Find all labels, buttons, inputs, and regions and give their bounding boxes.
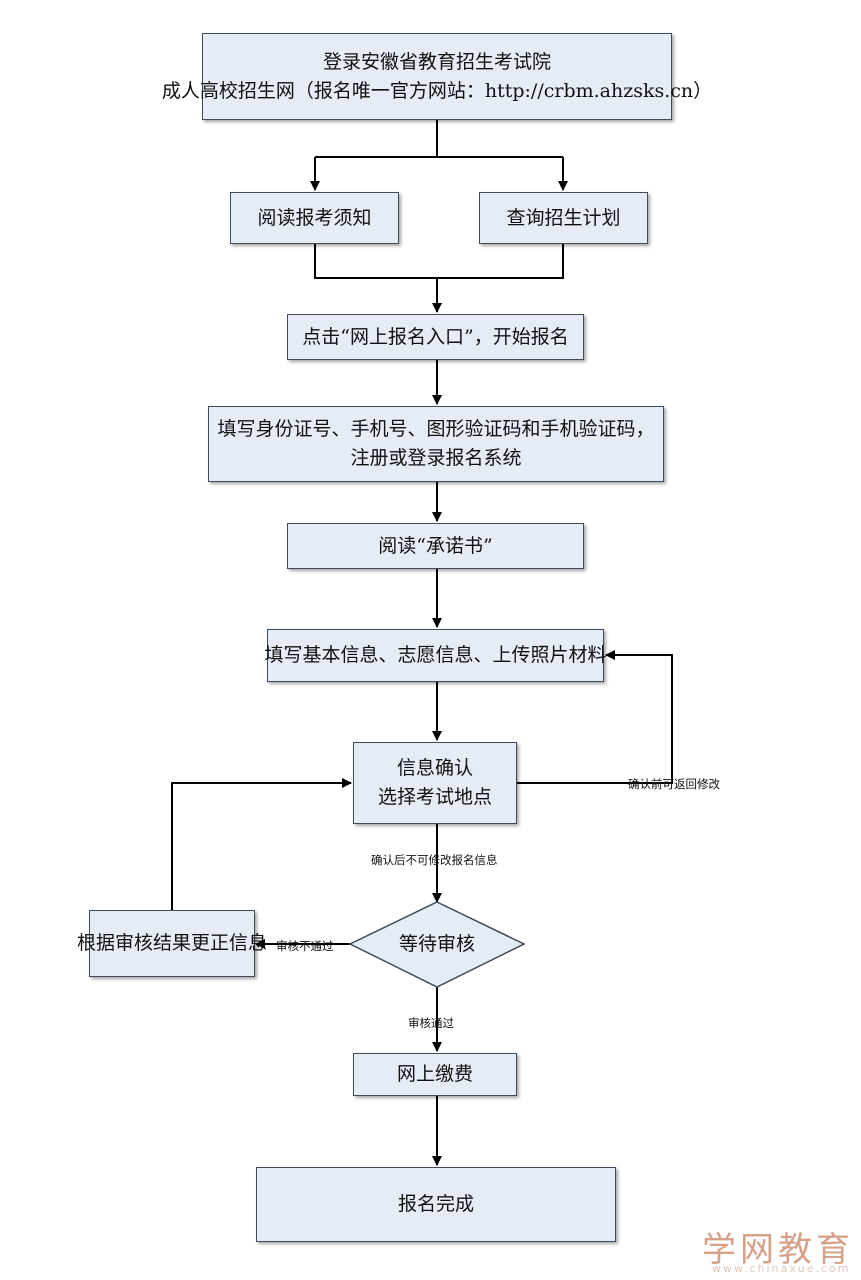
node-correct-info-label: 根据审核结果更正信息	[77, 932, 268, 954]
decision-diamond	[348, 901, 526, 988]
watermark-logo-text: 学网教育	[702, 1230, 854, 1270]
edge-return-modify	[517, 650, 673, 784]
node-query-plan-label: 查询招生计划	[506, 206, 621, 229]
node-fill-info: 填写基本信息、志愿信息、上传照片材料	[264, 629, 607, 682]
node-read-pledge: 阅读“承诺书”	[287, 523, 584, 569]
edge-label-after-confirm: 确认后不可修改报名信息	[371, 853, 498, 867]
node-click-entry: 点击“网上报名入口”，开始报名	[287, 314, 584, 360]
node-login: 登录安徽省教育招生考试院 成人高校招生网（报名唯一官方网站：http://crb…	[162, 33, 712, 120]
node-read-notice-label: 阅读报考须知	[257, 206, 372, 229]
node-register-line1: 填写身份证号、手机号、图形验证码和手机验证码，	[217, 418, 655, 440]
node-read-notice: 阅读报考须知	[230, 192, 399, 244]
node-pay-online: 网上缴费	[353, 1053, 517, 1096]
node-query-plan: 查询招生计划	[479, 192, 648, 244]
node-confirm: 信息确认 选择考试地点	[353, 742, 517, 824]
edge-merge	[314, 244, 564, 279]
edge-correct-to-confirm	[171, 778, 352, 910]
node-login-line2: 成人高校招生网（报名唯一官方网站：http://crbm.ahzsks.cn）	[161, 79, 713, 102]
node-correct-info: 根据审核结果更正信息	[77, 910, 267, 977]
node-read-pledge-label: 阅读“承诺书”	[378, 534, 493, 557]
edge-label-review-failed: 审核不通过	[276, 939, 334, 953]
node-confirm-line1: 信息确认	[396, 757, 473, 779]
node-complete-label: 报名完成	[397, 1193, 474, 1215]
node-confirm-line2: 选择考试地点	[377, 786, 492, 808]
edge-label-before-confirm: 确认前可返回修改	[628, 777, 720, 791]
watermark-url: www.chinaxue.com	[712, 1262, 851, 1275]
node-login-line1: 登录安徽省教育招生考试院	[322, 50, 551, 73]
node-wait-review-label: 等待审核	[398, 932, 475, 955]
node-register-line2: 注册或登录报名系统	[350, 447, 522, 469]
node-complete: 报名完成	[256, 1167, 616, 1242]
node-pay-online-label: 网上缴费	[396, 1063, 473, 1085]
node-click-entry-label: 点击“网上报名入口”，开始报名	[302, 325, 569, 348]
node-wait-review: 等待审核	[380, 922, 494, 966]
edge-label-review-passed: 审核通过	[408, 1016, 454, 1030]
node-register: 填写身份证号、手机号、图形验证码和手机验证码， 注册或登录报名系统	[208, 406, 664, 482]
node-fill-info-label: 填写基本信息、志愿信息、上传照片材料	[264, 644, 607, 666]
